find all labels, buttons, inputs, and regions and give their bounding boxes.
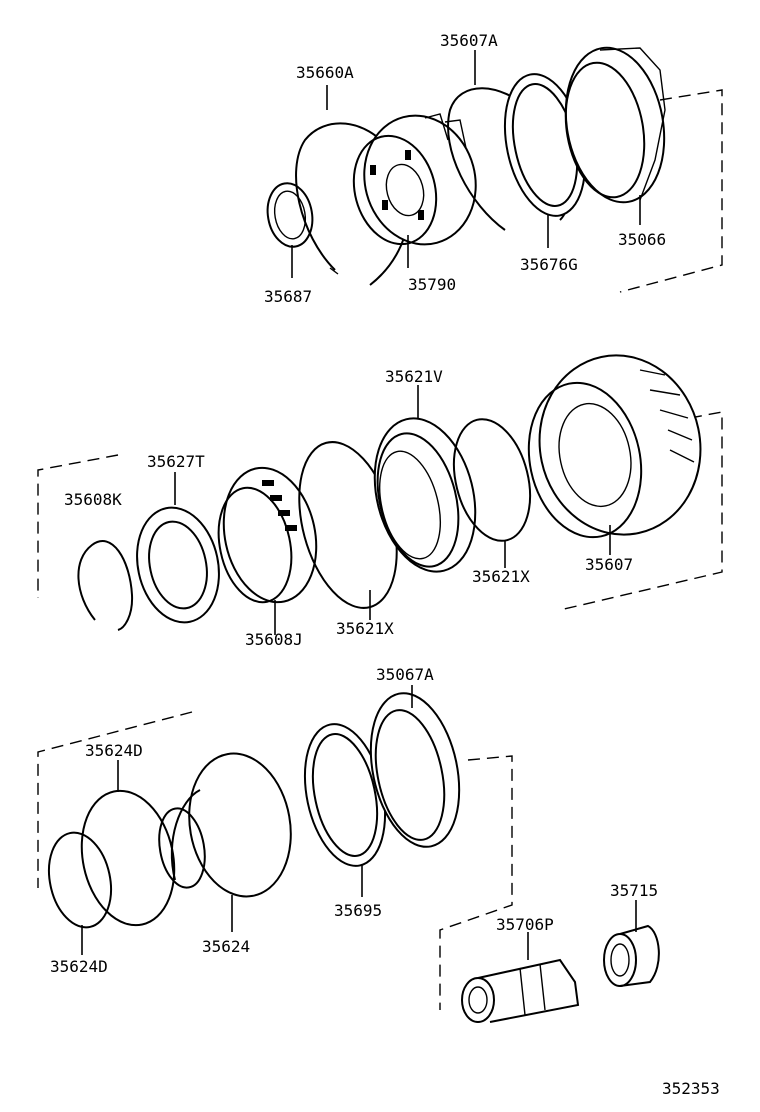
- label-35621V: 35621V: [385, 367, 443, 386]
- label-35695: 35695: [334, 901, 382, 920]
- label-35790: 35790: [408, 275, 456, 294]
- label-35608K: 35608K: [64, 490, 122, 509]
- group-bracket-bottom: [37, 711, 193, 888]
- label-35624D-bottom: 35624D: [50, 957, 108, 976]
- part-35627T: [136, 506, 220, 624]
- part-35624D-large: [80, 789, 176, 927]
- part-35706P: [461, 958, 580, 1023]
- part-35624: [158, 752, 292, 898]
- label-35621X-right: 35621X: [472, 567, 530, 586]
- label-35660A: 35660A: [296, 63, 354, 82]
- part-35715: [603, 924, 660, 987]
- part-35608K: [77, 540, 134, 631]
- part-35790: [352, 113, 477, 246]
- label-35067A: 35067A: [376, 665, 434, 684]
- part-35608J: [217, 466, 318, 604]
- part-35687: [266, 182, 314, 248]
- label-35607: 35607: [585, 555, 633, 574]
- label-35621X-left: 35621X: [336, 619, 394, 638]
- diagram-id: 352353: [662, 1079, 720, 1098]
- group-bracket-middle-left: [37, 454, 119, 598]
- label-35676G: 35676G: [520, 255, 578, 274]
- group-bracket-middle-right: [559, 411, 723, 611]
- label-35627T: 35627T: [147, 452, 205, 471]
- group-bracket-top: [619, 89, 723, 293]
- part-35624D-small: [48, 831, 112, 929]
- label-35715: 35715: [610, 881, 658, 900]
- label-35624: 35624: [202, 937, 250, 956]
- part-35066: [564, 46, 666, 204]
- part-35695: [303, 723, 387, 867]
- label-35066: 35066: [618, 230, 666, 249]
- label-35607A: 35607A: [440, 31, 498, 50]
- label-35624D-top: 35624D: [85, 741, 143, 760]
- label-35687: 35687: [264, 287, 312, 306]
- part-35621X-right: [452, 418, 532, 542]
- label-35706P: 35706P: [496, 915, 554, 934]
- label-35608J: 35608J: [245, 630, 303, 649]
- part-35067A: [369, 692, 461, 848]
- part-35607: [527, 354, 702, 539]
- part-35621V: [373, 417, 477, 573]
- group-bracket-bottom-right: [439, 755, 513, 1010]
